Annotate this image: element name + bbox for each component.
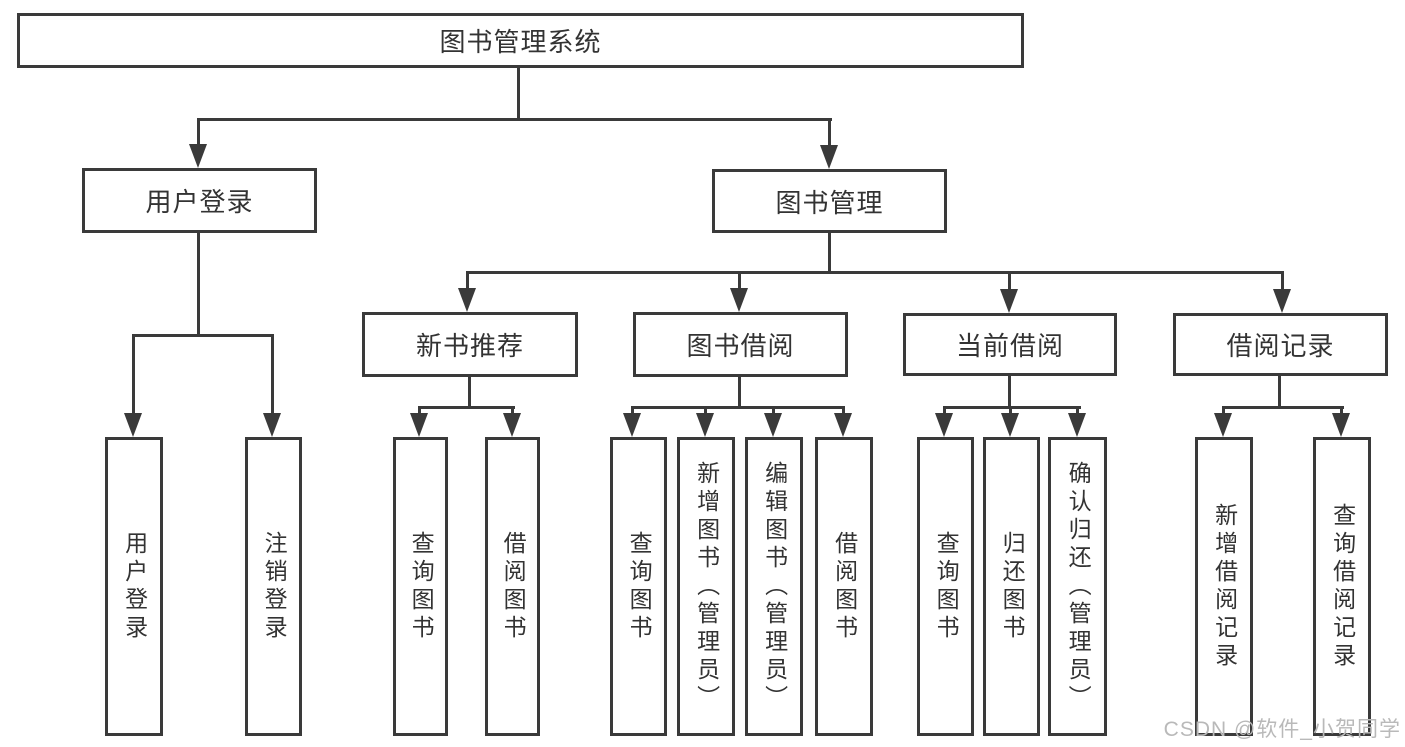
- connector-line: [704, 406, 707, 416]
- connector-line: [1340, 406, 1343, 416]
- node-label: 查询图书: [408, 530, 435, 643]
- connector-line: [842, 406, 845, 416]
- node-label: 注销登录: [261, 530, 288, 643]
- leaf-query-books-borrowing: 查询图书: [610, 437, 667, 736]
- connector-line: [828, 233, 831, 274]
- leaf-add-books-admin: 新增图书（管理员）: [677, 437, 735, 736]
- connector-line: [418, 406, 421, 416]
- connector-line: [1281, 271, 1284, 289]
- connector-line: [631, 406, 844, 409]
- leaf-add-borrow-record: 新增借阅记录: [1195, 437, 1253, 736]
- arrow-head: [1273, 289, 1291, 313]
- connector-line: [466, 271, 1284, 274]
- arrow-head: [730, 288, 748, 312]
- connector-line: [738, 377, 741, 409]
- connector-line: [1222, 406, 1344, 409]
- arrow-head: [623, 413, 641, 437]
- leaf-user-login: 用户登录: [105, 437, 163, 736]
- node-borrowing-records: 借阅记录: [1173, 313, 1388, 376]
- leaf-logout-login: 注销登录: [245, 437, 302, 736]
- connector-line: [511, 406, 514, 416]
- arrow-head: [1068, 413, 1086, 437]
- connector-line: [271, 334, 274, 416]
- arrow-head: [935, 413, 953, 437]
- node-label: 查询借阅记录: [1329, 502, 1356, 671]
- connector-line: [1008, 376, 1011, 409]
- arrow-head: [124, 413, 142, 437]
- connector-line: [132, 334, 274, 337]
- connector-line: [132, 334, 135, 416]
- leaf-borrow-books-borrowing: 借阅图书: [815, 437, 873, 736]
- arrow-head: [189, 144, 207, 168]
- leaf-query-books-current: 查询图书: [917, 437, 974, 736]
- connector-line: [1222, 406, 1225, 416]
- connector-line: [468, 377, 471, 409]
- node-label: 新增图书（管理员）: [693, 460, 720, 713]
- connector-line: [943, 406, 946, 416]
- leaf-edit-books-admin: 编辑图书（管理员）: [745, 437, 803, 736]
- connector-line: [631, 406, 634, 416]
- connector-line: [418, 406, 515, 409]
- connector-line: [1076, 406, 1079, 416]
- node-label: 用户登录: [121, 530, 148, 643]
- node-current-borrowing: 当前借阅: [903, 313, 1117, 376]
- connector-line: [466, 271, 469, 289]
- node-new-book-recommendation: 新书推荐: [362, 312, 578, 377]
- connector-line: [197, 118, 200, 148]
- arrow-head: [1332, 413, 1350, 437]
- node-label: 查询图书: [933, 530, 960, 643]
- node-label: 归还图书: [999, 530, 1026, 643]
- arrow-head: [1214, 413, 1232, 437]
- node-library-management-system: 图书管理系统: [17, 13, 1024, 68]
- watermark-text: CSDN @软件_小贺同学: [1163, 718, 1401, 741]
- arrow-head: [410, 413, 428, 437]
- node-book-management: 图书管理: [712, 169, 947, 233]
- node-book-borrowing: 图书借阅: [633, 312, 848, 377]
- arrow-head: [458, 288, 476, 312]
- arrow-head: [263, 413, 281, 437]
- arrow-head: [503, 413, 521, 437]
- arrow-head: [834, 413, 852, 437]
- node-label: 查询图书: [626, 530, 653, 643]
- leaf-confirm-return-admin: 确认归还（管理员）: [1048, 437, 1107, 736]
- connector-line: [1278, 376, 1281, 409]
- arrow-head: [1001, 413, 1019, 437]
- connector-line: [517, 68, 520, 120]
- arrow-head: [820, 145, 838, 169]
- node-user-login: 用户登录: [82, 168, 317, 233]
- node-label: 编辑图书（管理员）: [761, 460, 788, 713]
- connector-line: [772, 406, 775, 416]
- connector-line: [828, 118, 831, 148]
- node-label: 借阅图书: [500, 530, 527, 643]
- arrow-head: [696, 413, 714, 437]
- arrow-head: [1000, 289, 1018, 313]
- connector-line: [197, 233, 200, 337]
- connector-line: [738, 271, 741, 289]
- arrow-head: [764, 413, 782, 437]
- leaf-borrow-books-recommend: 借阅图书: [485, 437, 540, 736]
- node-label: 新增借阅记录: [1211, 502, 1238, 671]
- connector-line: [943, 406, 1081, 409]
- connector-line: [1008, 271, 1011, 289]
- node-label: 借阅图书: [831, 530, 858, 643]
- leaf-query-books-recommend: 查询图书: [393, 437, 448, 736]
- leaf-query-borrow-record: 查询借阅记录: [1313, 437, 1371, 736]
- leaf-return-books: 归还图书: [983, 437, 1040, 736]
- connector-line: [197, 118, 832, 121]
- connector-line: [1009, 406, 1012, 416]
- node-label: 确认归还（管理员）: [1065, 460, 1092, 713]
